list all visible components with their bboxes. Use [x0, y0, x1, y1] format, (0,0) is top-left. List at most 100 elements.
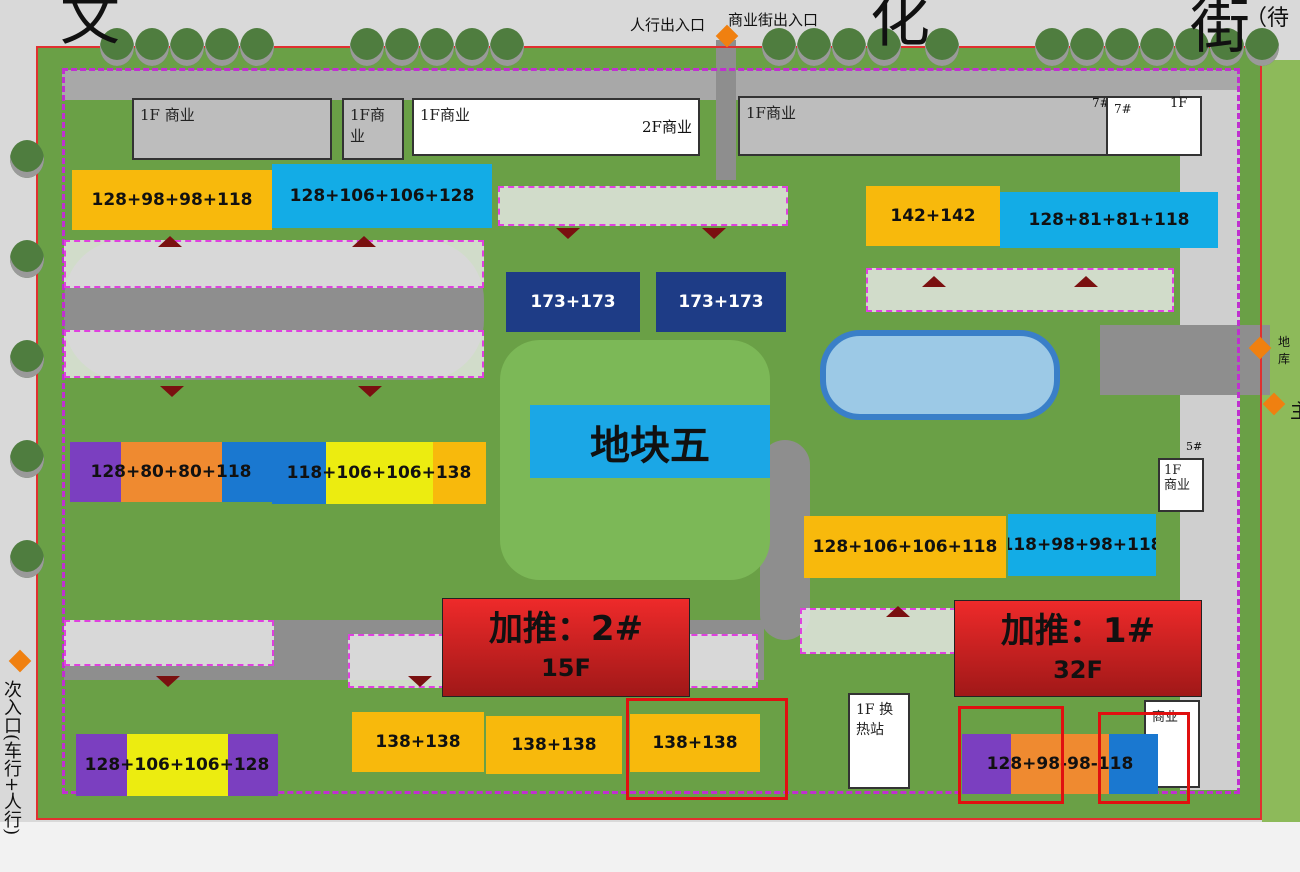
garage-entry-road — [1100, 325, 1270, 395]
site-boundary-red — [36, 46, 1262, 820]
garage-entry-marker-icon — [556, 228, 580, 239]
residential-building[interactable]: 118+106+106+138 — [272, 442, 486, 504]
residential-building[interactable]: 138+138 — [630, 714, 760, 772]
unit-segment — [962, 734, 1011, 794]
pedestrian-entrance-label: 人行出入口 — [630, 16, 706, 34]
tree-icon — [925, 28, 959, 66]
unit-size-label: 138+138 — [652, 733, 738, 753]
tree-icon — [832, 28, 866, 66]
garage-ramp — [64, 330, 484, 378]
tree-icon — [10, 440, 44, 478]
tree-icon — [1245, 28, 1279, 66]
tree-icon — [420, 28, 454, 66]
highlight-box — [626, 698, 788, 800]
tree-icon — [10, 540, 44, 578]
unit-segment — [227, 734, 278, 796]
unit-size-label: 118+106+106+138 — [286, 463, 472, 483]
unit-segment — [1000, 192, 1218, 248]
residential-building[interactable]: 138+138 — [486, 716, 622, 774]
road-name-char: 文 — [60, 0, 120, 54]
promotion-banner-2[interactable]: 加推：2#15F — [442, 598, 690, 697]
entrance-road — [716, 40, 736, 180]
commercial-block: 1F商业 — [412, 98, 700, 156]
unit-segment — [866, 186, 1000, 246]
unit-size-label: 128+106+106+128 — [289, 186, 475, 206]
promotion-title: 加推：2# — [488, 609, 644, 649]
garage-ramp — [866, 268, 1174, 312]
commercial-label: 2F商业 — [642, 118, 692, 136]
unit-size-label: 173+173 — [678, 292, 764, 312]
tree-icon — [455, 28, 489, 66]
unit-segment — [221, 442, 272, 502]
commercial-block: 1F 商业 — [1158, 458, 1204, 512]
unit-size-label: 128+106+106+128 — [84, 755, 270, 775]
unit-segment — [656, 272, 786, 332]
heat-exchange-station: 1F 换热站 — [848, 693, 910, 789]
unit-segment — [506, 272, 640, 332]
residential-building[interactable]: 128+81+81+118 — [1000, 192, 1218, 248]
unit-size-label: 128+80+80+118 — [90, 462, 252, 482]
south-road — [0, 822, 1300, 872]
unit-size-label: 173+173 — [530, 292, 616, 312]
entrance-arrow-icon — [8, 649, 32, 673]
commercial-block: 7# — [1106, 96, 1202, 156]
unit-segment — [70, 442, 121, 502]
tree-icon — [350, 28, 384, 66]
garage-entry-marker-icon — [160, 386, 184, 397]
garage-entry-marker-icon — [408, 676, 432, 687]
residential-building[interactable]: 128+98+98+118 — [72, 170, 272, 230]
unit-segment — [120, 442, 171, 502]
promotion-banner-1[interactable]: 加推：1#32F — [954, 600, 1202, 697]
unit-segment — [76, 734, 127, 796]
unit-size-label: 128+81+81+118 — [1028, 210, 1190, 230]
unit-size-label: 138+138 — [375, 732, 461, 752]
commercial-street-entrance-label: 商业街出入口 — [728, 11, 819, 29]
tree-icon — [490, 28, 524, 66]
commercial-block: 1F商业 — [738, 96, 1130, 156]
unit-segment — [171, 442, 222, 502]
residential-building[interactable]: 128+106+106+118 — [804, 516, 1006, 578]
highlight-box — [1098, 712, 1190, 804]
building-number-label: 7# — [1092, 96, 1110, 110]
promotion-floors: 32F — [1053, 656, 1103, 684]
tree-icon — [1035, 28, 1069, 66]
residential-building[interactable]: 128+80+80+118 — [70, 442, 272, 502]
tree-icon — [10, 340, 44, 378]
unit-size-label: 128+98-98-118 — [986, 754, 1134, 774]
tree-icon — [385, 28, 419, 66]
residential-building[interactable]: 142+142 — [866, 186, 1000, 246]
garage-ramp — [64, 620, 274, 666]
unit-segment — [432, 442, 486, 504]
tree-icon — [867, 28, 901, 66]
garage-entry-marker-icon — [156, 676, 180, 687]
tree-icon — [135, 28, 169, 66]
east-lawn — [1262, 60, 1300, 872]
unit-segment — [1109, 734, 1158, 794]
residential-building[interactable]: 128+106+106+128 — [272, 164, 492, 228]
residential-building[interactable]: 128+106+106+128 — [76, 734, 278, 796]
tree-icon — [1070, 28, 1104, 66]
garage-ramp — [498, 186, 788, 226]
tree-icon — [1105, 28, 1139, 66]
tree-icon — [1210, 28, 1244, 66]
commercial-block: 1F 商业 — [132, 98, 332, 160]
unit-segment — [1008, 514, 1156, 576]
garage-entry-marker-icon — [1074, 276, 1098, 287]
garage-entry-marker-icon — [158, 236, 182, 247]
tree-icon — [1140, 28, 1174, 66]
residential-building[interactable]: 138+138 — [352, 712, 484, 772]
unit-segment — [72, 170, 272, 230]
garage-entry-marker-icon — [352, 236, 376, 247]
site-label-text: 地块五 — [590, 422, 710, 469]
residential-building[interactable]: 173+173 — [656, 272, 786, 332]
residential-building[interactable]: 173+173 — [506, 272, 640, 332]
unit-segment — [379, 442, 433, 504]
unit-size-label: 138+138 — [511, 735, 597, 755]
unit-segment — [272, 442, 326, 504]
residential-building[interactable]: 118+98+98+118 — [1008, 514, 1156, 576]
unit-segment — [630, 714, 760, 772]
tree-icon — [1175, 28, 1209, 66]
road-name-char: 化 — [870, 0, 930, 56]
unit-segment — [272, 164, 492, 228]
unit-segment — [804, 516, 1006, 578]
